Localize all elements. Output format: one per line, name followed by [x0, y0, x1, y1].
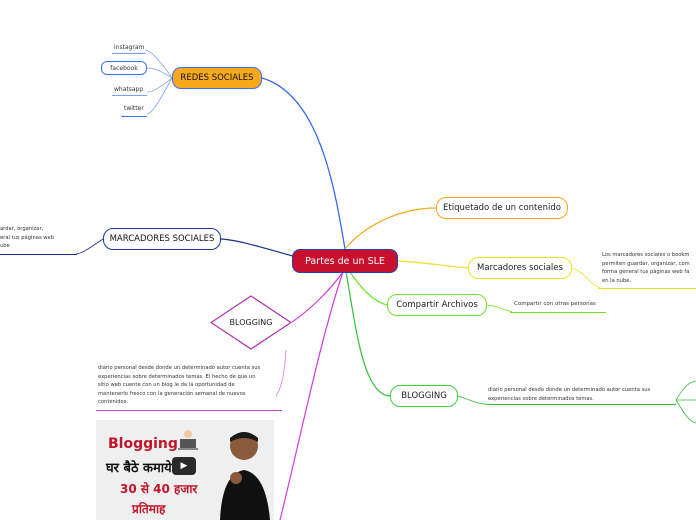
compartir-note: Compartir con otras personas — [514, 301, 596, 307]
compartir-archivos-node[interactable]: Compartir Archivos — [387, 294, 487, 316]
leaf-twitter[interactable]: twitter — [124, 105, 144, 112]
note-line: forma general tus páginas web fa — [602, 269, 690, 276]
blogging-left-node[interactable]: BLOGGING — [210, 295, 292, 350]
blogging-thumbnail[interactable]: Blogging घर बैठे कमाये 30 से 40 हजार प्र… — [96, 420, 274, 520]
etiquetado-label: Etiquetado de un contenido — [443, 203, 561, 213]
leaf-underline — [112, 95, 147, 96]
leaf-facebook-label: facebook — [110, 64, 138, 72]
note-line: mantenerlo fresco con la generación sema… — [98, 390, 246, 397]
note-underline — [0, 254, 77, 255]
note-line: experiencias sobre determinados temas. — [488, 395, 594, 402]
thumbnail-line-3: प्रतिमाह — [132, 502, 166, 516]
note-line: eral tus páginas web — [0, 234, 55, 241]
note-underline — [486, 404, 676, 405]
blogging-right-note: diario personal desde donde un determina… — [488, 386, 650, 403]
marcadores-right-note: Los marcadores sociales o bookm permiten… — [602, 251, 690, 285]
note-line: diario personal desde donde un determina… — [98, 365, 261, 371]
note-line: en la nube. — [602, 277, 632, 284]
thumbnail-title: Blogging — [108, 436, 178, 452]
leaf-underline — [112, 53, 146, 54]
marcadores-sociales-right-node[interactable]: Marcadores sociales — [468, 257, 572, 279]
marcadores-sociales-left-node[interactable]: MARCADORES SOCIALES — [103, 228, 221, 250]
thumbnail-line-1: घर बैठे कमाये — [106, 461, 172, 476]
diamond-shape — [210, 295, 292, 350]
blogging-right-node[interactable]: BLOGGING — [390, 385, 458, 407]
note-line: Los marcadores sociales o bookm — [602, 252, 690, 258]
redes-sociales-label: REDES SOCIALES — [180, 73, 254, 83]
note-underline — [598, 288, 696, 289]
note-line: diario personal desde donde un determina… — [488, 387, 651, 393]
compartir-archivos-label: Compartir Archivos — [396, 300, 478, 310]
laptop-person-icon — [178, 430, 198, 450]
blogging-left-label: BLOGGING — [229, 318, 273, 327]
marcadores-sociales-left-label: MARCADORES SOCIALES — [109, 234, 215, 244]
marcadores-left-note: ardar, organizar, eral tus páginas web u… — [0, 225, 54, 251]
leaf-whatsapp[interactable]: whatsapp — [114, 86, 144, 93]
note-line: experiencias sobre determinados temas. E… — [98, 373, 256, 380]
note-line: ube — [0, 243, 10, 250]
note-line: permiten guardar, organizar, com — [602, 260, 690, 267]
marcadores-sociales-right-label: Marcadores sociales — [477, 263, 563, 273]
note-underline — [510, 312, 606, 313]
thumbnail-line-2: 30 से 40 हजार — [120, 482, 198, 496]
root-label: Partes de un SLE — [305, 255, 385, 267]
play-icon[interactable]: ▶ — [172, 457, 196, 475]
blogging-right-label: BLOGGING — [401, 391, 447, 401]
note-underline — [96, 410, 282, 411]
note-line: sitio web cuente con un blog le da la op… — [98, 382, 235, 389]
leaf-facebook[interactable]: facebook — [101, 61, 147, 75]
etiquetado-node[interactable]: Etiquetado de un contenido — [436, 197, 568, 219]
redes-sociales-node[interactable]: REDES SOCIALES — [172, 67, 262, 89]
leaf-instagram[interactable]: instagram — [114, 44, 145, 51]
note-line: contenidos. — [98, 399, 129, 406]
man-portrait-icon — [220, 432, 270, 520]
blogging-left-note: diario personal desde donde un determina… — [98, 364, 260, 407]
root-node[interactable]: Partes de un SLE — [292, 249, 398, 273]
note-line: ardar, organizar, — [0, 226, 44, 232]
leaf-underline — [121, 116, 147, 117]
